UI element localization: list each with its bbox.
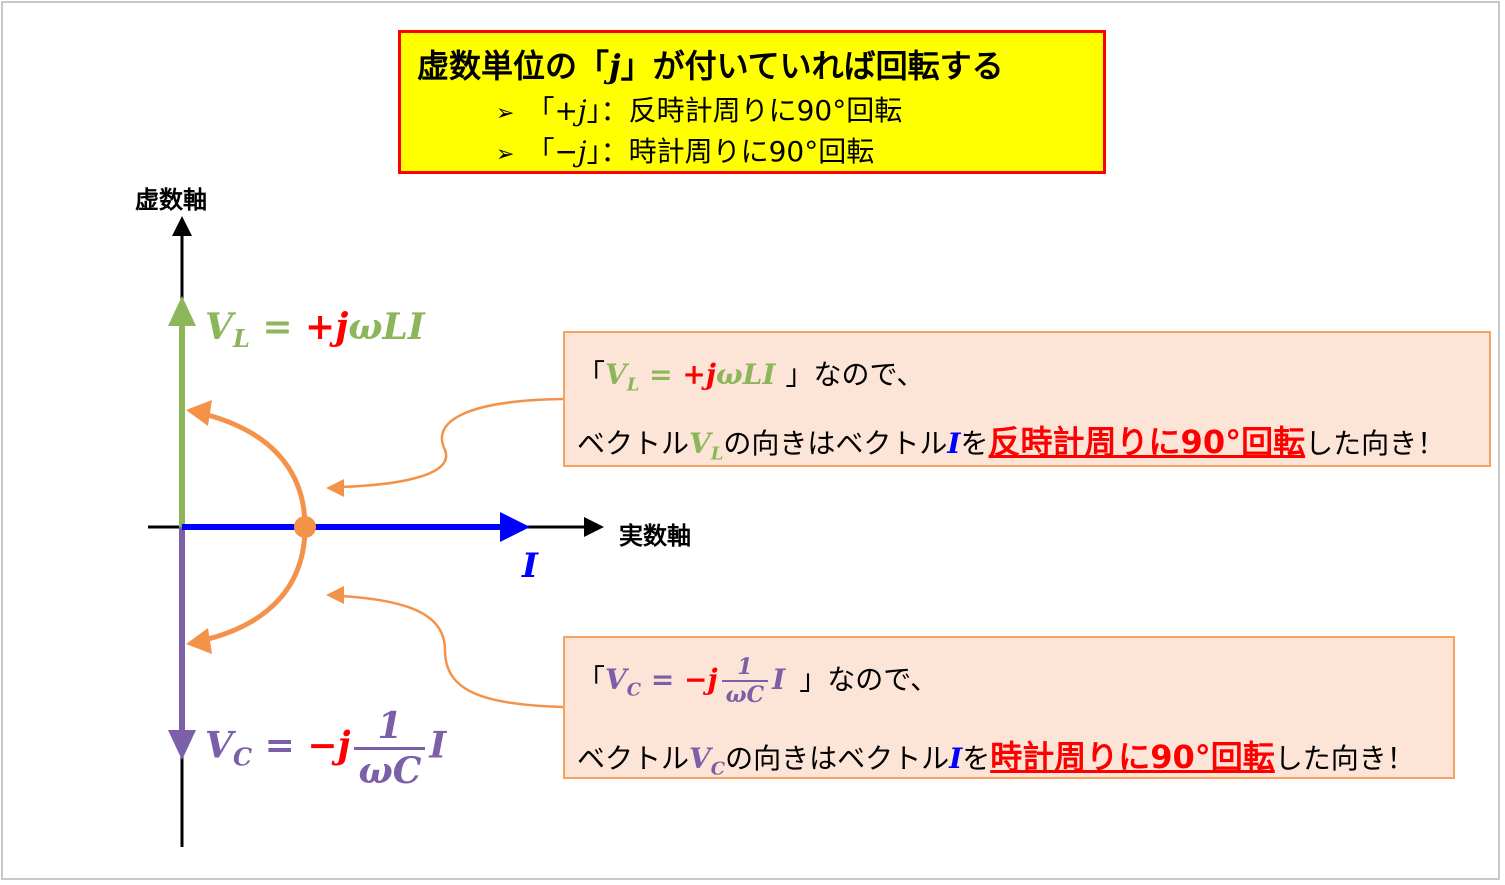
vector-I-arrowhead xyxy=(500,512,530,542)
vector-VL-arrowhead xyxy=(168,296,196,326)
formula-VL: VL = +jωLI xyxy=(205,306,425,354)
arrow-bullet-icon: ➢ xyxy=(496,142,515,167)
callout-connector-2 xyxy=(339,594,566,709)
real-axis-arrowhead xyxy=(584,517,604,537)
real-axis-label: 実数軸 xyxy=(619,522,691,550)
rotation-origin-dot xyxy=(294,516,316,538)
vector-VC-arrowhead xyxy=(168,730,196,760)
ccw-rotation-arc xyxy=(199,410,308,528)
cw-rotation-arc xyxy=(199,526,308,644)
callout-connector-2-arrowhead xyxy=(326,586,344,604)
imaginary-axis-label: 虚数軸 xyxy=(135,186,207,214)
bullet-ccw: ➢「+j」：反時計周りに90°回転 xyxy=(496,94,903,127)
title-box: 虚数単位の「j」が付いていれば回転する ➢「+j」：反時計周りに90°回転 ➢「… xyxy=(398,30,1106,174)
callout-connector-1-arrowhead xyxy=(326,479,344,497)
cw-rotation-arrowhead xyxy=(186,628,212,654)
callout-connector-1 xyxy=(339,397,566,489)
ccw-rotation-arrowhead xyxy=(186,400,212,426)
note1-line1: 「VL = +jωLI」なので、 xyxy=(577,358,925,396)
callout-note-inductor: 「VL = +jωLI」なので、 ベクトルVLの向きはベクトルIを反時計周りに9… xyxy=(563,331,1491,467)
arrow-bullet-icon: ➢ xyxy=(496,101,515,126)
bullet-cw: ➢「−j」：時計周りに90°回転 xyxy=(496,135,875,168)
note2-line2: ベクトルVCの向きはベクトルIを時計周りに90°回転した向き！ xyxy=(577,738,1415,780)
note1-line2: ベクトルVLの向きはベクトルIを反時計周りに90°回転した向き！ xyxy=(577,423,1446,465)
imaginary-axis-arrowhead xyxy=(172,216,192,236)
title-text: 虚数単位の「j」が付いていれば回転する xyxy=(417,47,1004,85)
label-I: I xyxy=(522,546,538,586)
